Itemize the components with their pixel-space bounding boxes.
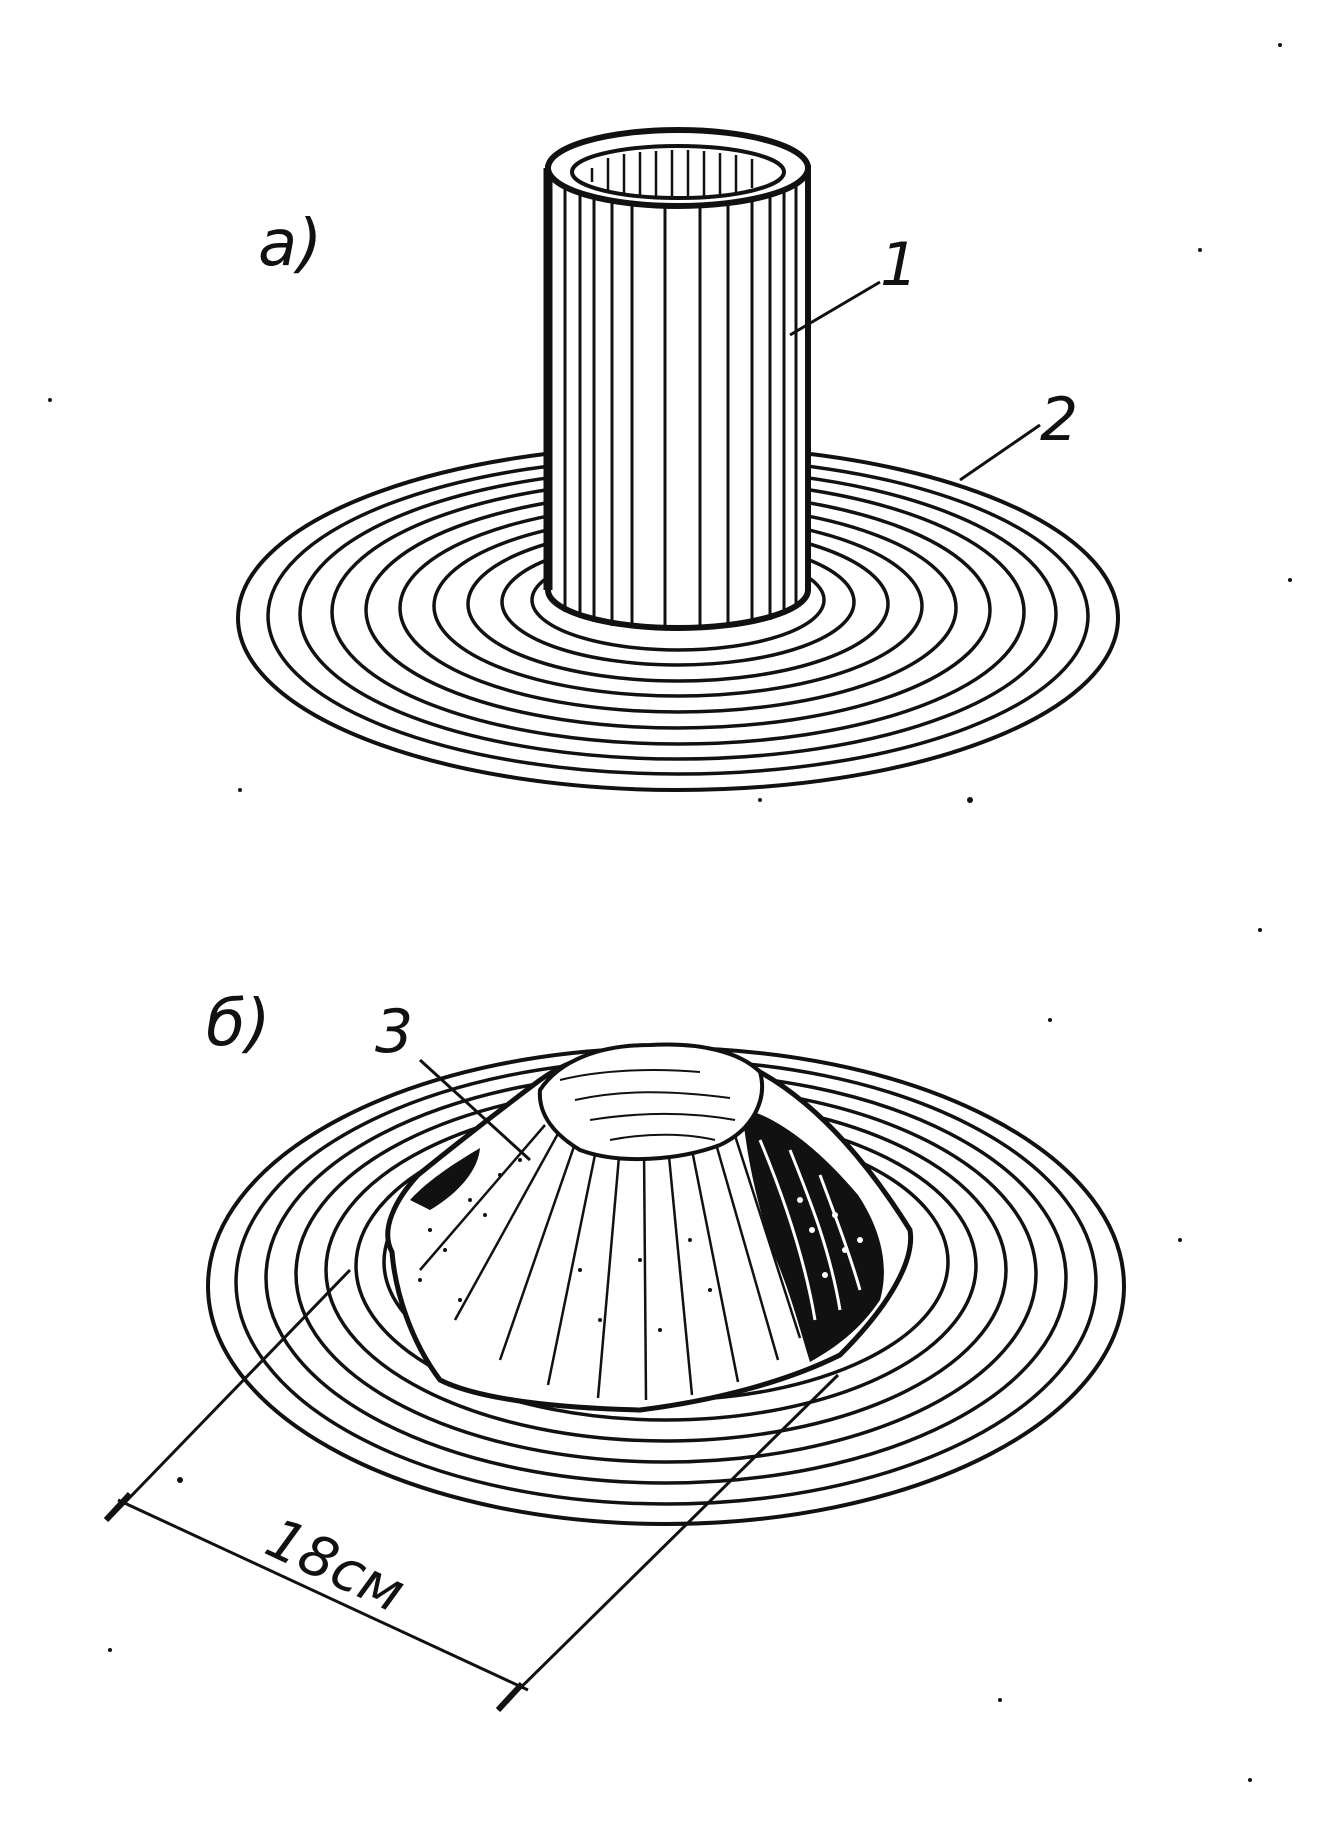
leader-3 (418, 1058, 532, 1162)
dimension-lines (106, 1268, 840, 1712)
panel-a: а) (236, 127, 1120, 792)
callout-2: 2 (1040, 385, 1078, 455)
leader-1 (789, 280, 881, 337)
collapsed-cone (385, 1042, 914, 1413)
panel-a-label: а) (258, 207, 322, 281)
callout-1: 1 (880, 230, 918, 300)
panel-b-label: б) (206, 987, 270, 1061)
tube (543, 127, 811, 631)
print-specks (48, 43, 1292, 1782)
dimension-label: 18см (256, 1506, 414, 1626)
callout-3: 3 (375, 997, 413, 1067)
leader-2 (959, 423, 1041, 482)
dimension-ticks (103, 1491, 525, 1713)
panel-b: б) (103, 987, 1126, 1713)
